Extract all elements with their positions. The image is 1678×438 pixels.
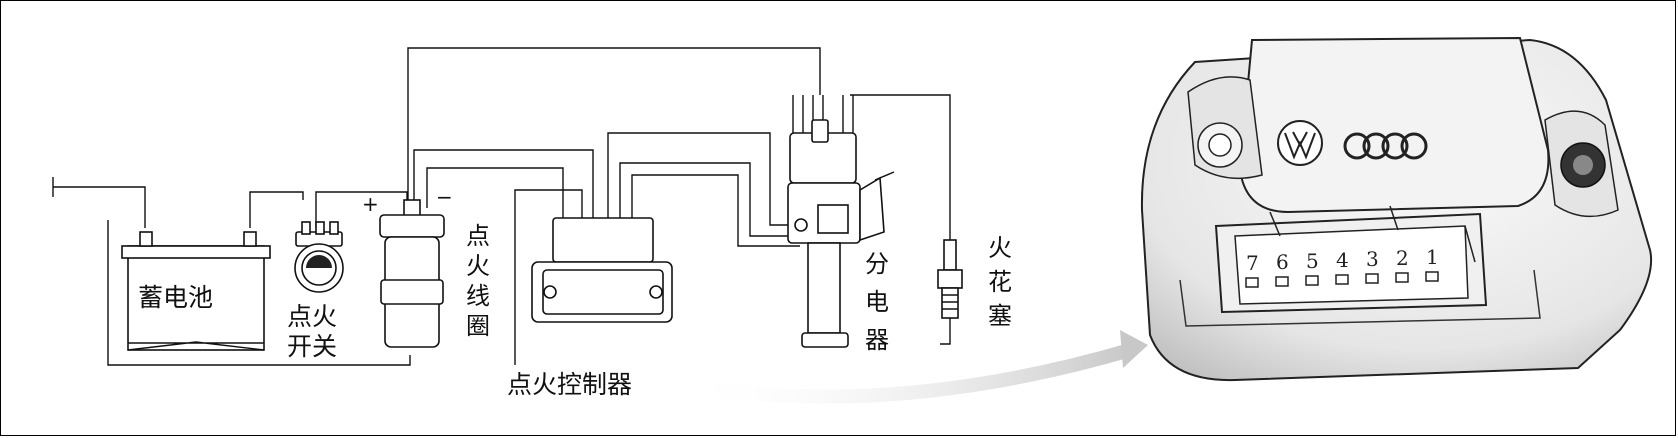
distributor-label-2: 电 — [865, 288, 889, 316]
pin-label-2: 2 — [1396, 246, 1409, 270]
spark-plug-label-1: 火 — [988, 234, 1012, 262]
coil-minus: − — [436, 185, 453, 209]
ignition-coil: + − 点 火 线 圈 — [362, 185, 490, 348]
control-unit-illustration: 7 6 5 4 3 2 1 — [1140, 36, 1653, 382]
coil-plus: + — [362, 192, 379, 216]
spark-plug-label-3: 塞 — [988, 302, 1012, 330]
pin-label-6: 6 — [1276, 250, 1289, 274]
battery: 蓄电池 — [121, 231, 271, 351]
pin-label-1: 1 — [1426, 245, 1439, 269]
coil-label-3: 线 — [466, 282, 490, 310]
coil-label-1: 点 — [466, 222, 490, 250]
connector-pins: 7 6 5 4 3 2 1 — [1245, 245, 1439, 288]
distributor-label-1: 分 — [865, 250, 889, 278]
spark-plug: 火 花 塞 — [937, 234, 1012, 330]
coil-label-4: 圈 — [466, 312, 490, 340]
pin-label-3: 3 — [1366, 247, 1379, 271]
pin-label-4: 4 — [1336, 248, 1349, 272]
coil-label-2: 火 — [466, 252, 490, 280]
pin-label-5: 5 — [1306, 249, 1319, 273]
audi-rings-logo — [1343, 132, 1428, 160]
wiring — [52, 47, 951, 366]
controller-label: 点火控制器 — [507, 370, 632, 399]
distributor: 分 电 器 — [787, 95, 895, 354]
switch-label-2: 开关 — [287, 332, 337, 361]
pin-label-7: 7 — [1246, 251, 1259, 275]
spark-plug-label-2: 花 — [988, 268, 1012, 296]
switch-label-1: 点火 — [287, 302, 337, 331]
distributor-label-3: 器 — [865, 326, 889, 354]
ignition-switch: 点火 开关 — [287, 221, 344, 361]
ignition-control-module: 点火控制器 — [507, 217, 1148, 404]
battery-label: 蓄电池 — [138, 283, 213, 312]
